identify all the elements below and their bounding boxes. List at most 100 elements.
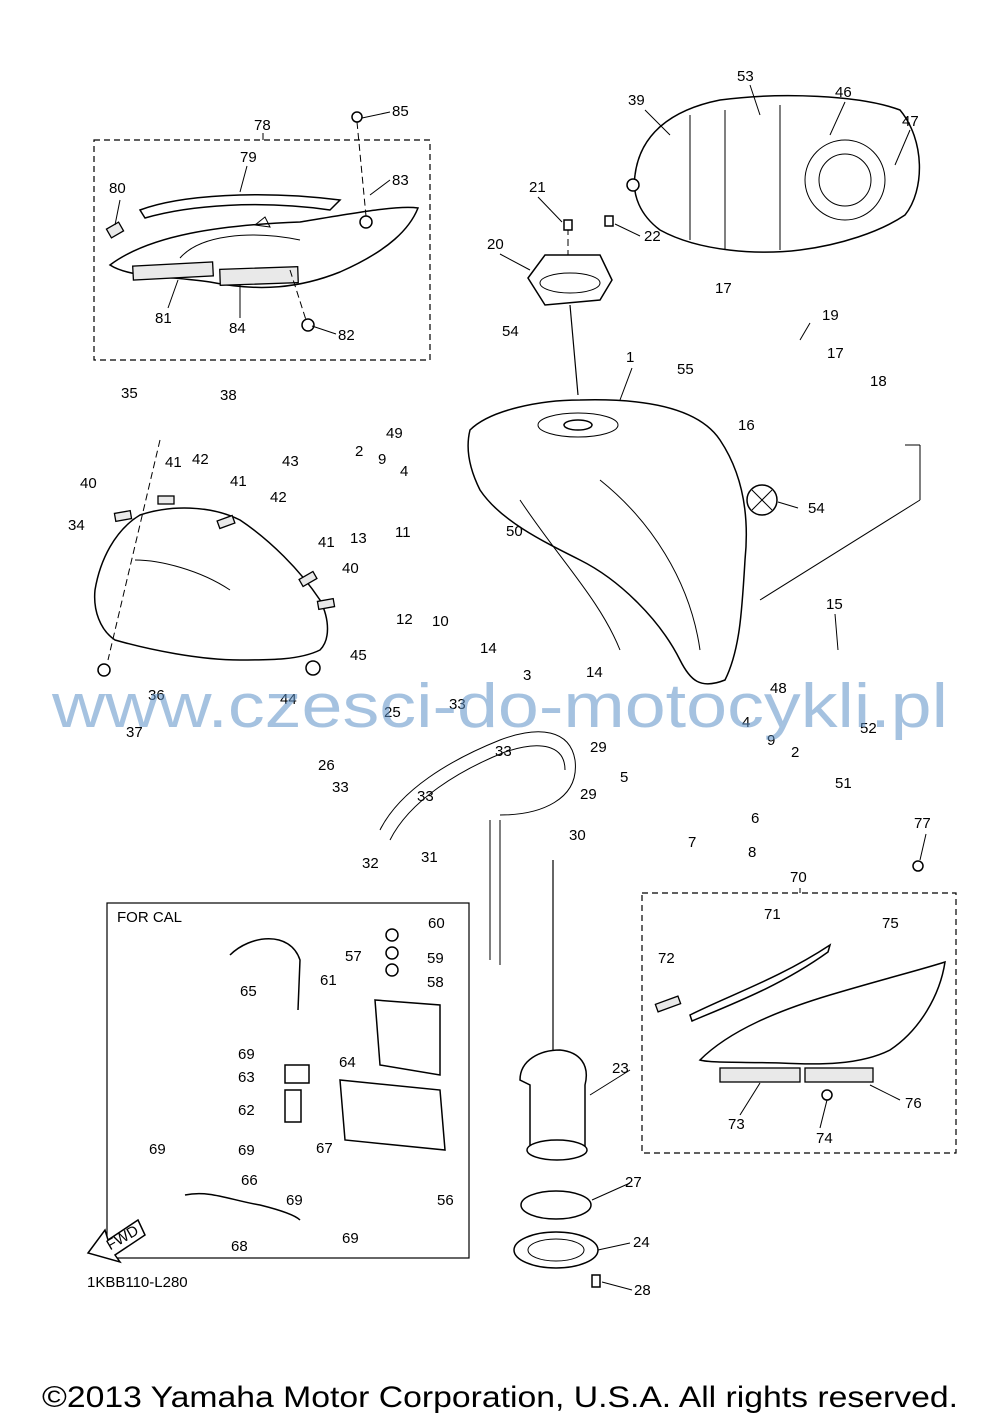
callout-15: 15 bbox=[826, 596, 843, 613]
callout-13: 13 bbox=[350, 530, 367, 547]
for-cal-label: FOR CAL bbox=[117, 909, 182, 926]
callout-47: 47 bbox=[902, 113, 919, 130]
callout-33: 33 bbox=[417, 788, 434, 805]
callout-40: 40 bbox=[80, 475, 97, 492]
callout-29: 29 bbox=[590, 739, 607, 756]
callout-2: 2 bbox=[355, 443, 363, 460]
callout-20: 20 bbox=[487, 236, 504, 253]
callout-33: 33 bbox=[495, 743, 512, 760]
callout-42: 42 bbox=[270, 489, 287, 506]
callout-17: 17 bbox=[715, 280, 732, 297]
callout-69: 69 bbox=[149, 1141, 166, 1158]
callout-49: 49 bbox=[386, 425, 403, 442]
fuel-tank bbox=[467, 399, 778, 685]
callout-19: 19 bbox=[822, 307, 839, 324]
callout-11: 11 bbox=[395, 524, 411, 541]
callout-62: 62 bbox=[238, 1102, 255, 1119]
callout-44: 44 bbox=[280, 691, 297, 708]
callout-36: 36 bbox=[148, 687, 165, 704]
callout-17: 17 bbox=[827, 345, 844, 362]
for-cal-box bbox=[106, 902, 470, 1259]
callout-65: 65 bbox=[240, 983, 257, 1000]
tank-side-cover-left bbox=[93, 439, 336, 677]
drawing-code: 1KBB110-L280 bbox=[87, 1274, 188, 1291]
callout-9: 9 bbox=[378, 451, 386, 468]
callout-69: 69 bbox=[286, 1192, 303, 1209]
callout-3: 3 bbox=[523, 667, 531, 684]
callout-43: 43 bbox=[282, 453, 299, 470]
callout-61: 61 bbox=[320, 972, 337, 989]
callout-74: 74 bbox=[816, 1130, 833, 1147]
callout-66: 66 bbox=[241, 1172, 258, 1189]
fwd-arrow-icon: FWD bbox=[86, 1218, 146, 1264]
callout-58: 58 bbox=[427, 974, 444, 991]
callout-23: 23 bbox=[612, 1060, 629, 1077]
callout-29: 29 bbox=[580, 786, 597, 803]
callout-5: 5 bbox=[620, 769, 628, 786]
callout-38: 38 bbox=[220, 387, 237, 404]
callout-51: 51 bbox=[835, 775, 852, 792]
callout-64: 64 bbox=[339, 1054, 356, 1071]
callout-77: 77 bbox=[914, 815, 931, 832]
callout-85: 85 bbox=[392, 103, 409, 120]
callout-26: 26 bbox=[318, 757, 335, 774]
callout-53: 53 bbox=[737, 68, 754, 85]
callout-12: 12 bbox=[396, 611, 413, 628]
leader-lines bbox=[114, 84, 927, 1291]
callout-45: 45 bbox=[350, 647, 367, 664]
callout-68: 68 bbox=[231, 1238, 248, 1255]
watermark-text: www.czesci-do-motocykli.pl bbox=[51, 672, 948, 741]
callout-31: 31 bbox=[421, 849, 438, 866]
callout-80: 80 bbox=[109, 180, 126, 197]
callout-10: 10 bbox=[432, 613, 449, 630]
callout-69: 69 bbox=[238, 1046, 255, 1063]
callout-84: 84 bbox=[229, 320, 246, 337]
callout-4: 4 bbox=[400, 463, 408, 480]
callout-14: 14 bbox=[586, 664, 603, 681]
callout-52: 52 bbox=[860, 720, 877, 737]
callout-16: 16 bbox=[738, 417, 755, 434]
copyright-text: ©2013 Yamaha Motor Corporation, U.S.A. A… bbox=[42, 1381, 958, 1414]
callout-48: 48 bbox=[770, 680, 787, 697]
callout-75: 75 bbox=[882, 915, 899, 932]
callout-55: 55 bbox=[677, 361, 694, 378]
callout-72: 72 bbox=[658, 950, 675, 967]
callout-82: 82 bbox=[338, 327, 355, 344]
callout-54: 54 bbox=[502, 323, 519, 340]
callout-25: 25 bbox=[384, 704, 401, 721]
callout-71: 71 bbox=[764, 906, 781, 923]
callout-6: 6 bbox=[751, 810, 759, 827]
callout-33: 33 bbox=[332, 779, 349, 796]
callout-41: 41 bbox=[318, 534, 335, 551]
callout-37: 37 bbox=[126, 724, 143, 741]
callout-81: 81 bbox=[155, 310, 172, 327]
callout-9: 9 bbox=[767, 732, 775, 749]
callout-56: 56 bbox=[437, 1192, 454, 1209]
callout-8: 8 bbox=[748, 844, 756, 861]
callout-60: 60 bbox=[428, 915, 445, 932]
callout-41: 41 bbox=[230, 473, 247, 490]
callout-57: 57 bbox=[345, 948, 362, 965]
callout-27: 27 bbox=[625, 1174, 642, 1191]
callout-28: 28 bbox=[634, 1282, 651, 1299]
side-cover-group-right bbox=[641, 860, 957, 1154]
callout-labels: 1 2 2 3 4 4 5 6 7 8 9 9 10 11 12 13 14 1… bbox=[68, 68, 931, 1299]
callout-42: 42 bbox=[192, 451, 209, 468]
callout-22: 22 bbox=[644, 228, 661, 245]
fuel-cap-assembly bbox=[527, 215, 614, 396]
callout-4: 4 bbox=[742, 714, 750, 731]
callout-59: 59 bbox=[427, 950, 444, 967]
callout-69: 69 bbox=[238, 1142, 255, 1159]
callout-63: 63 bbox=[238, 1069, 255, 1086]
callout-21: 21 bbox=[529, 179, 546, 196]
callout-39: 39 bbox=[628, 92, 645, 109]
callout-1: 1 bbox=[626, 349, 634, 366]
callout-69: 69 bbox=[342, 1230, 359, 1247]
fuel-hoses bbox=[379, 731, 576, 965]
callout-32: 32 bbox=[362, 855, 379, 872]
callout-40: 40 bbox=[342, 560, 359, 577]
callout-70: 70 bbox=[790, 869, 807, 886]
side-cover-group-left bbox=[93, 111, 431, 361]
callout-67: 67 bbox=[316, 1140, 333, 1157]
